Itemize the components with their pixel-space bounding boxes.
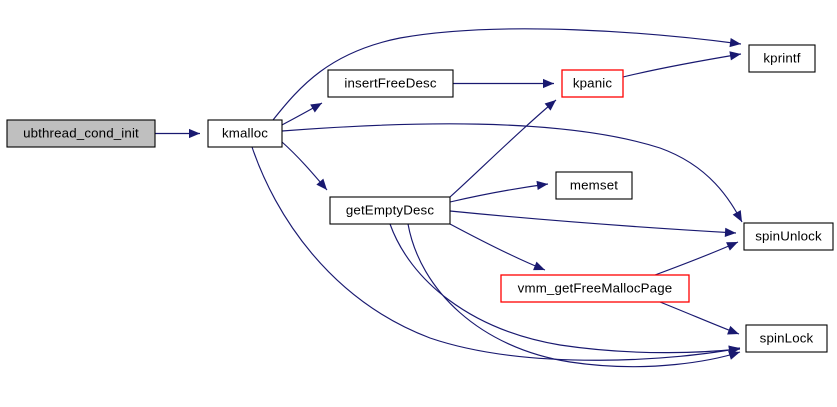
node-label-kprintf: kprintf — [763, 51, 800, 66]
node-getEmptyDesc[interactable]: getEmptyDesc — [329, 196, 451, 225]
node-label-spinUnlock: spinUnlock — [755, 229, 822, 244]
edges-layer — [155, 28, 743, 368]
node-box-ubthread_cond_init[interactable] — [6, 119, 156, 148]
edge-getEmptyDesc-to-vmm_getFreeMallocPage — [449, 223, 546, 271]
arrowhead-getEmptyDesc-to-kpanic — [544, 100, 556, 111]
arrowhead-vmm_getFreeMallocPage-to-spinLock — [727, 325, 739, 335]
node-box-vmm_getFreeMallocPage[interactable] — [500, 274, 690, 303]
arrowhead-ubthread_cond_init-to-kmalloc — [189, 128, 200, 139]
node-vmm_getFreeMallocPage[interactable]: vmm_getFreeMallocPage — [500, 274, 690, 303]
arrowhead-kmalloc-to-getEmptyDesc — [316, 178, 327, 190]
node-box-spinLock[interactable] — [745, 324, 828, 353]
node-box-getEmptyDesc[interactable] — [329, 196, 451, 225]
node-box-insertFreeDesc[interactable] — [327, 69, 454, 98]
node-label-getEmptyDesc: getEmptyDesc — [346, 203, 434, 218]
edge-kmalloc-to-kprintf — [272, 28, 742, 121]
arrowhead-getEmptyDesc-to-memset — [536, 180, 548, 191]
edge-getEmptyDesc-to-spinLock — [389, 223, 741, 354]
edge-getEmptyDesc-to-kpanic — [449, 99, 557, 198]
edge-getEmptyDesc-to-spinUnlock — [449, 210, 737, 234]
node-spinUnlock[interactable]: spinUnlock — [743, 222, 834, 251]
node-label-kpanic: kpanic — [573, 76, 613, 91]
node-label-spinLock: spinLock — [760, 331, 814, 346]
edge-getEmptyDesc-to-spinLock — [407, 223, 741, 368]
node-memset[interactable]: memset — [555, 171, 633, 200]
node-label-ubthread_cond_init: ubthread_cond_init — [23, 126, 139, 141]
node-box-kmalloc[interactable] — [207, 119, 283, 148]
node-box-memset[interactable] — [555, 171, 633, 200]
node-ubthread_cond_init[interactable]: ubthread_cond_init — [6, 119, 156, 148]
edge-vmm_getFreeMallocPage-to-spinLock — [659, 301, 740, 335]
arrowhead-kmalloc-to-insertFreeDesc — [310, 103, 322, 113]
node-kprintf[interactable]: kprintf — [748, 44, 816, 73]
node-spinLock[interactable]: spinLock — [745, 324, 828, 353]
edge-kpanic-to-kprintf — [622, 53, 742, 78]
edge-kmalloc-to-spinLock — [251, 146, 741, 361]
node-kmalloc[interactable]: kmalloc — [207, 119, 283, 148]
node-label-kmalloc: kmalloc — [222, 126, 268, 141]
node-box-spinUnlock[interactable] — [743, 222, 834, 251]
arrowhead-getEmptyDesc-to-vmm_getFreeMallocPage — [533, 261, 545, 271]
edge-getEmptyDesc-to-memset — [449, 183, 549, 203]
arrowhead-kpanic-to-kprintf — [729, 51, 741, 61]
arrowhead-kmalloc-to-spinUnlock — [732, 210, 742, 222]
arrowhead-vmm_getFreeMallocPage-to-spinUnlock — [726, 242, 738, 251]
node-box-kprintf[interactable] — [748, 44, 816, 73]
node-label-vmm_getFreeMallocPage: vmm_getFreeMallocPage — [518, 281, 673, 296]
arrowhead-insertFreeDesc-to-kpanic — [543, 78, 554, 89]
arrowhead-getEmptyDesc-to-spinUnlock — [724, 227, 736, 237]
node-label-insertFreeDesc: insertFreeDesc — [344, 76, 436, 91]
node-box-kpanic[interactable] — [561, 69, 624, 98]
nodes-layer: ubthread_cond_init kmalloc insertFreeDesc k… — [6, 44, 834, 353]
edge-kmalloc-to-spinUnlock — [281, 123, 743, 223]
arrowhead-getEmptyDesc-to-spinLock — [728, 350, 740, 360]
edge-vmm_getFreeMallocPage-to-spinUnlock — [654, 241, 739, 276]
arrowhead-kmalloc-to-kprintf — [729, 38, 741, 48]
node-label-memset: memset — [570, 178, 618, 193]
node-insertFreeDesc[interactable]: insertFreeDesc — [327, 69, 454, 98]
node-kpanic[interactable]: kpanic — [561, 69, 624, 98]
